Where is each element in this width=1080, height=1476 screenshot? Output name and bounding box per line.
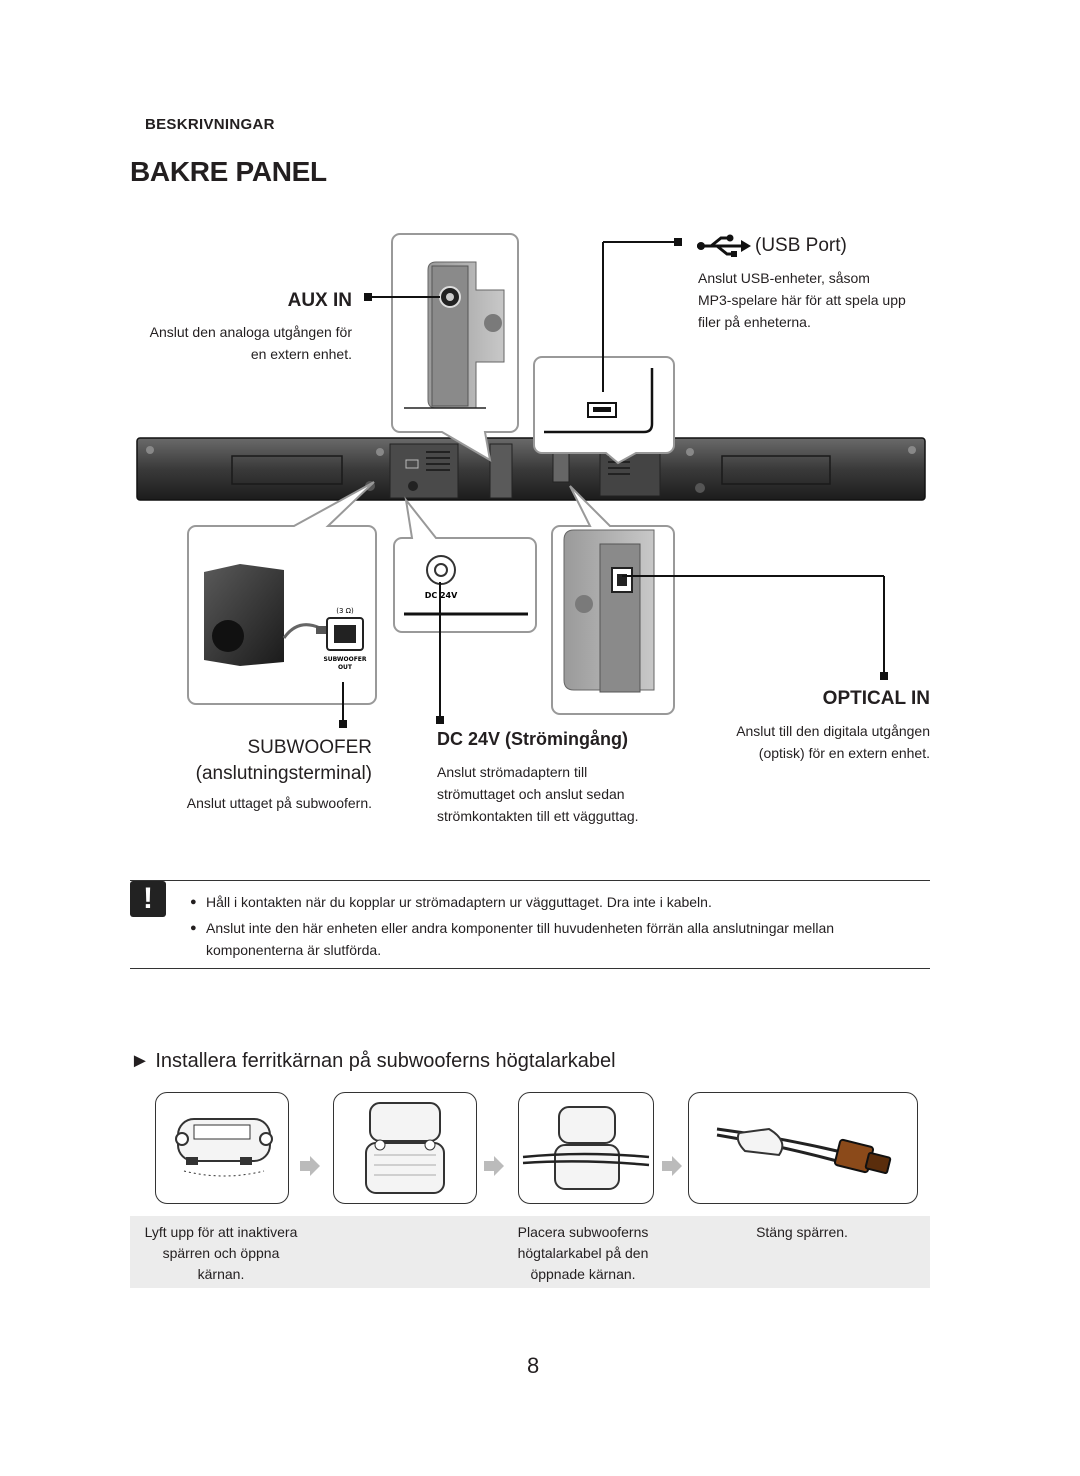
dc-zoom-callout: DC 24V <box>393 496 537 633</box>
subwoofer-port-label-2: OUT <box>338 664 353 671</box>
step-arrow-icon <box>300 1156 320 1176</box>
aux-in-label: AUX IN <box>287 290 352 311</box>
usb-port-description: Anslut USB-enheter, såsom MP3-spelare hä… <box>698 270 906 330</box>
subwoofer-description: Anslut uttaget på subwoofern. <box>186 795 372 811</box>
dc-port-label: DC 24V <box>425 591 458 600</box>
note-item: ●Anslut inte den här enheten eller andra… <box>190 920 835 958</box>
step-arrow-icon <box>484 1156 504 1176</box>
note-list: ●Håll i kontakten när du kopplar ur strö… <box>190 891 910 965</box>
ferrite-heading: ► Installera ferritkärnan på subwooferns… <box>130 1050 616 1072</box>
aux-zoom-callout <box>391 233 519 462</box>
optical-in-label: OPTICAL IN <box>822 688 930 709</box>
note-top-rule <box>130 880 930 881</box>
subwoofer-zoom-callout: (3 Ω) SUBWOOFER OUT <box>187 481 377 705</box>
usb-zoom-callout <box>533 356 675 465</box>
play-arrow-icon: ► <box>130 1050 150 1072</box>
ferrite-step-3-image <box>518 1092 654 1204</box>
optical-in-description: Anslut till den digitala utgången (optis… <box>736 723 930 761</box>
ferrite-step-2-image <box>333 1092 477 1204</box>
rear-panel-figure: (3 Ω) SUBWOOFER OUT DC 24V <box>136 233 926 728</box>
ferrite-step-4-caption: Stäng spärren. <box>756 1224 848 1240</box>
caution-icon: ! <box>130 881 166 917</box>
usb-icon <box>697 234 751 257</box>
leader-lines <box>342 241 885 720</box>
ferrite-step-1-caption: Lyft upp för att inaktivera spärren och … <box>144 1224 298 1282</box>
ferrite-step-3-caption: Placera subwooferns högtalarkabel på den… <box>517 1224 649 1282</box>
note-bottom-rule <box>130 968 930 969</box>
usb-port-label: (USB Port) <box>755 235 847 256</box>
subwoofer-label: SUBWOOFER (anslutningsterminal) <box>195 737 372 784</box>
ferrite-caption-strip <box>130 1216 930 1288</box>
subwoofer-ohm-label: (3 Ω) <box>336 607 354 615</box>
step-arrow-icon <box>662 1156 682 1176</box>
page-number: 8 <box>527 1353 540 1378</box>
section-heading: BESKRIVNINGAR <box>145 116 275 133</box>
note-item: ●Håll i kontakten när du kopplar ur strö… <box>190 894 712 910</box>
subwoofer-port-label-1: SUBWOOFER <box>323 656 366 663</box>
ferrite-step-1-image <box>155 1092 289 1204</box>
soundbar-body <box>136 437 926 501</box>
dc-24v-description: Anslut strömadaptern till strömuttaget o… <box>437 764 639 824</box>
optical-zoom-callout <box>551 485 675 715</box>
aux-in-description: Anslut den analoga utgången för en exter… <box>149 324 352 362</box>
dc-24v-label: DC 24V (Strömingång) <box>437 729 629 749</box>
page-title: BAKRE PANEL <box>130 156 327 187</box>
ferrite-step-4-image <box>688 1092 918 1204</box>
